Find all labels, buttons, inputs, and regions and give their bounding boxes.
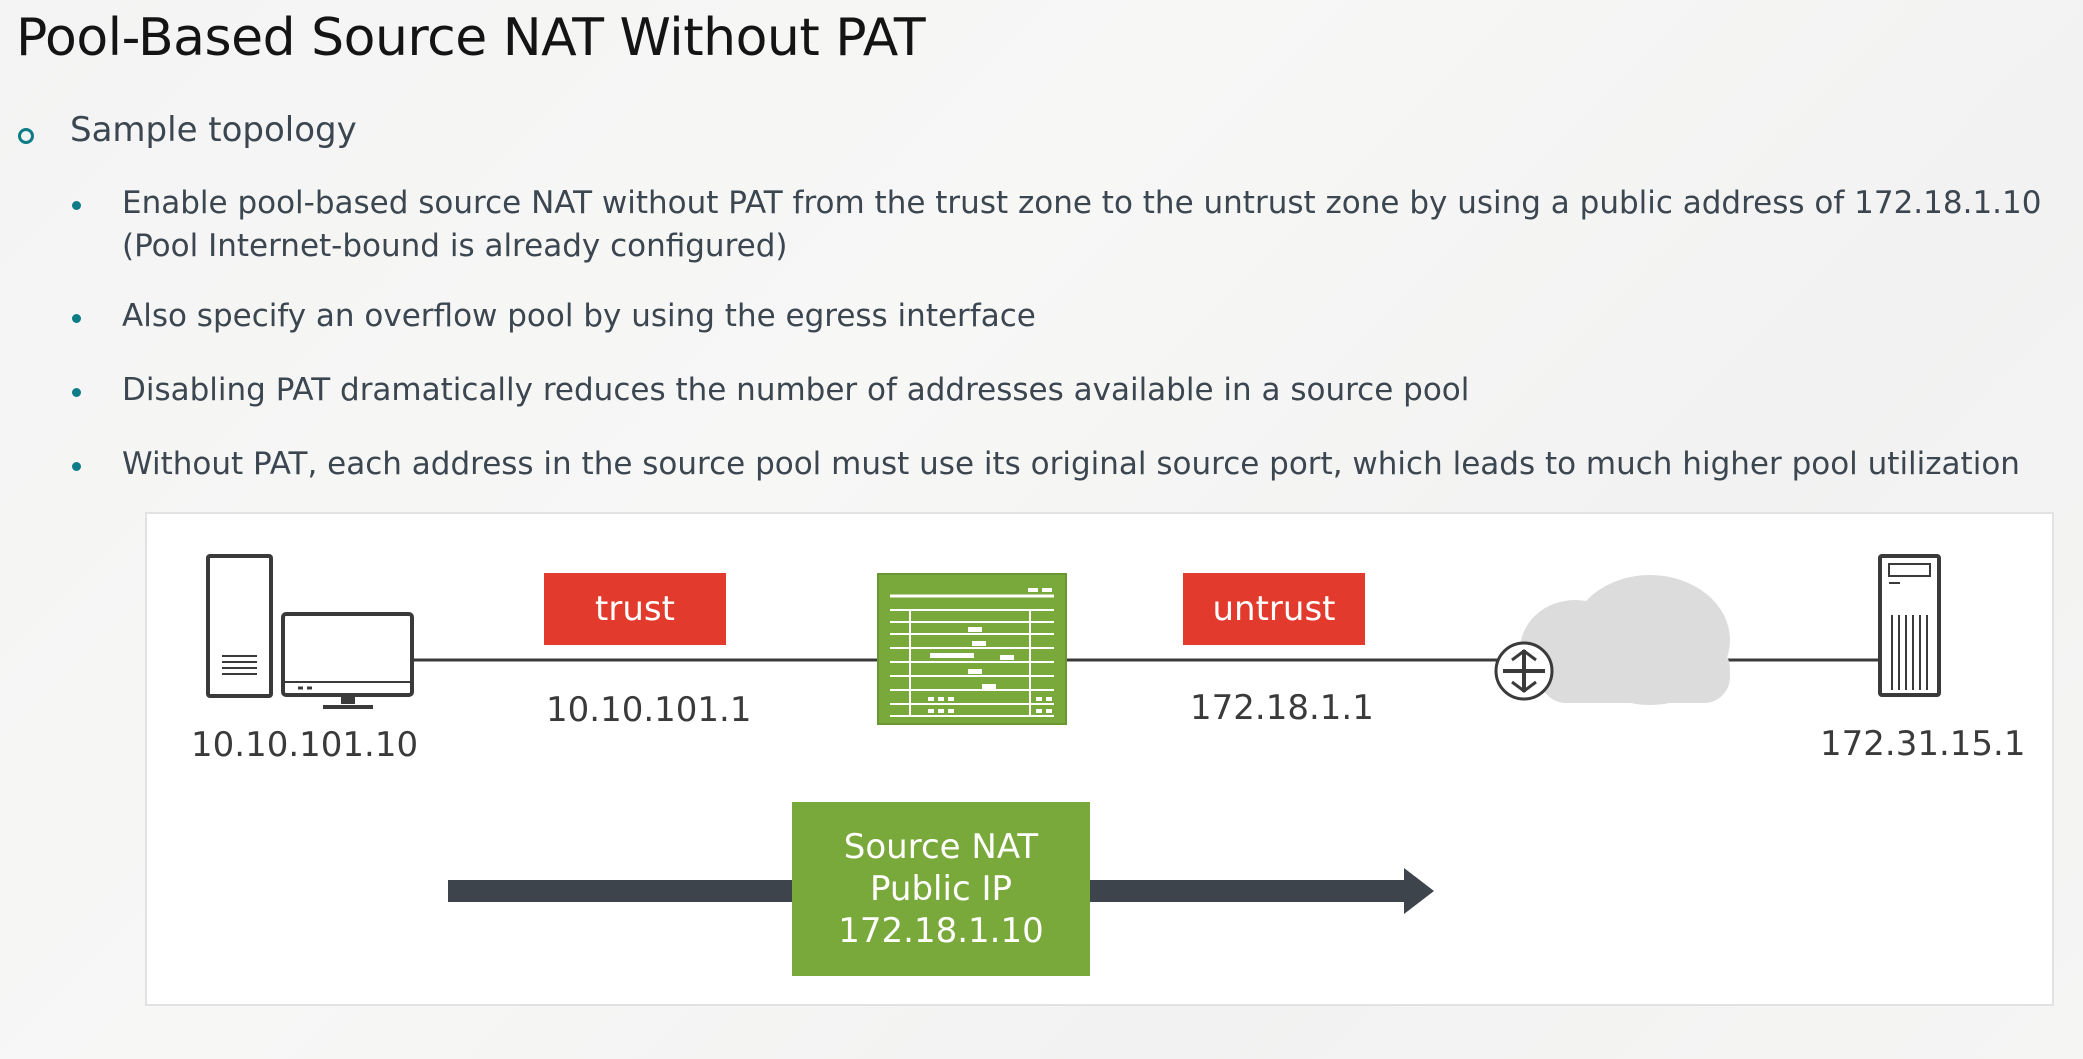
nat-box-line: Source NAT — [843, 827, 1039, 867]
nat-box-public-ip: 172.18.1.10 — [838, 911, 1044, 951]
bullet-text: Enable pool-based source NAT without PAT… — [122, 185, 2042, 221]
bullet-dot-icon — [72, 201, 81, 210]
untrust-zone-label: untrust — [1183, 573, 1365, 645]
source-nat-box: Source NAT Public IP 172.18.1.10 — [792, 802, 1090, 976]
bullet-text: Without PAT, each address in the source … — [122, 446, 2020, 482]
trust-interface-ip-label: 10.10.101.1 — [546, 690, 752, 730]
bullet-dot-icon — [72, 462, 81, 471]
trust-zone-label: trust — [544, 573, 726, 645]
desktop-tower-icon — [206, 554, 273, 698]
bullet-dot-icon — [72, 388, 81, 397]
hollow-bullet-icon — [18, 128, 34, 144]
internet-cloud-icon — [1520, 575, 1730, 705]
monitor-icon — [281, 612, 414, 709]
slide-title: Pool-Based Source NAT Without PAT — [16, 8, 926, 68]
bullet-text-continuation: (Pool Internet-bound is already configur… — [122, 228, 788, 264]
router-icon — [1494, 641, 1554, 701]
server-ip-label: 172.31.15.1 — [1820, 724, 2026, 764]
server-icon — [1878, 554, 1941, 697]
bullet-text: Disabling PAT dramatically reduces the n… — [122, 372, 1470, 408]
bullet-dot-icon — [72, 314, 81, 323]
bullet-text: Sample topology — [70, 110, 357, 150]
srx-firewall-icon — [877, 573, 1067, 725]
untrust-interface-ip-label: 172.18.1.1 — [1190, 688, 1374, 728]
topology-diagram-panel — [145, 512, 2054, 1006]
nat-box-line: Public IP — [870, 869, 1012, 909]
client-ip-label: 10.10.101.10 — [191, 725, 419, 765]
bullet-text: Also specify an overflow pool by using t… — [122, 298, 1036, 334]
